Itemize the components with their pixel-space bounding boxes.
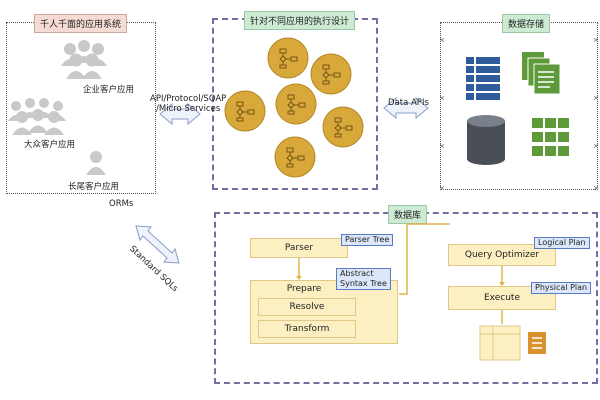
long-tail-apps-label: 长尾客户应用	[68, 182, 120, 192]
workflow-circle-1	[267, 37, 309, 79]
resolve-box: Resolve	[258, 298, 356, 316]
data-apis-label: Data APIs	[388, 98, 429, 108]
logical-plan-tag: Logical Plan	[534, 237, 590, 249]
database-cylinder-icon	[467, 115, 505, 165]
workflow-circle-5	[322, 106, 364, 148]
parser-box: Parser	[250, 238, 348, 258]
orms-label: ORMs	[109, 199, 134, 209]
abstract-syntax-tree-tag: Abstract Syntax Tree	[336, 268, 391, 290]
table-grid-icon	[466, 57, 500, 100]
documents-icon	[522, 52, 561, 95]
long-tail-user-icon	[86, 151, 106, 175]
prepare-label: Prepare	[286, 284, 322, 294]
physical-plan-tag: Physical Plan	[531, 282, 592, 294]
mass-users-icon	[8, 98, 66, 135]
enterprise-apps-label: 企业客户应用	[83, 85, 135, 95]
workflow-circle-4	[275, 83, 317, 125]
tile-grid-icon	[532, 118, 569, 156]
query-optimizer-box: Query Optimizer	[448, 244, 556, 266]
api-protocol-label: API/Protocol/SOAP /Micro Services	[150, 94, 227, 114]
parser-tree-tag: Parser Tree	[341, 234, 394, 246]
workflow-circle-3	[224, 90, 266, 132]
execution-design-title: 针对不同应用的执行设计	[244, 11, 356, 30]
standard-sqls-double-arrow	[135, 225, 180, 264]
execute-box: Execute	[448, 286, 556, 310]
api-double-arrow	[159, 102, 201, 126]
workflow-circle-2	[310, 53, 352, 95]
transform-box: Transform	[258, 320, 356, 338]
data-storage-title: 数据存储	[502, 14, 551, 33]
applications-panel-title: 千人千面的应用系统	[34, 14, 128, 33]
enterprise-users-icon	[61, 40, 107, 79]
result-document-icon	[528, 332, 546, 354]
result-table-icon	[479, 325, 521, 361]
workflow-circle-6	[274, 136, 316, 178]
mass-apps-label: 大众客户应用	[24, 140, 76, 150]
data-apis-double-arrow	[383, 96, 429, 120]
